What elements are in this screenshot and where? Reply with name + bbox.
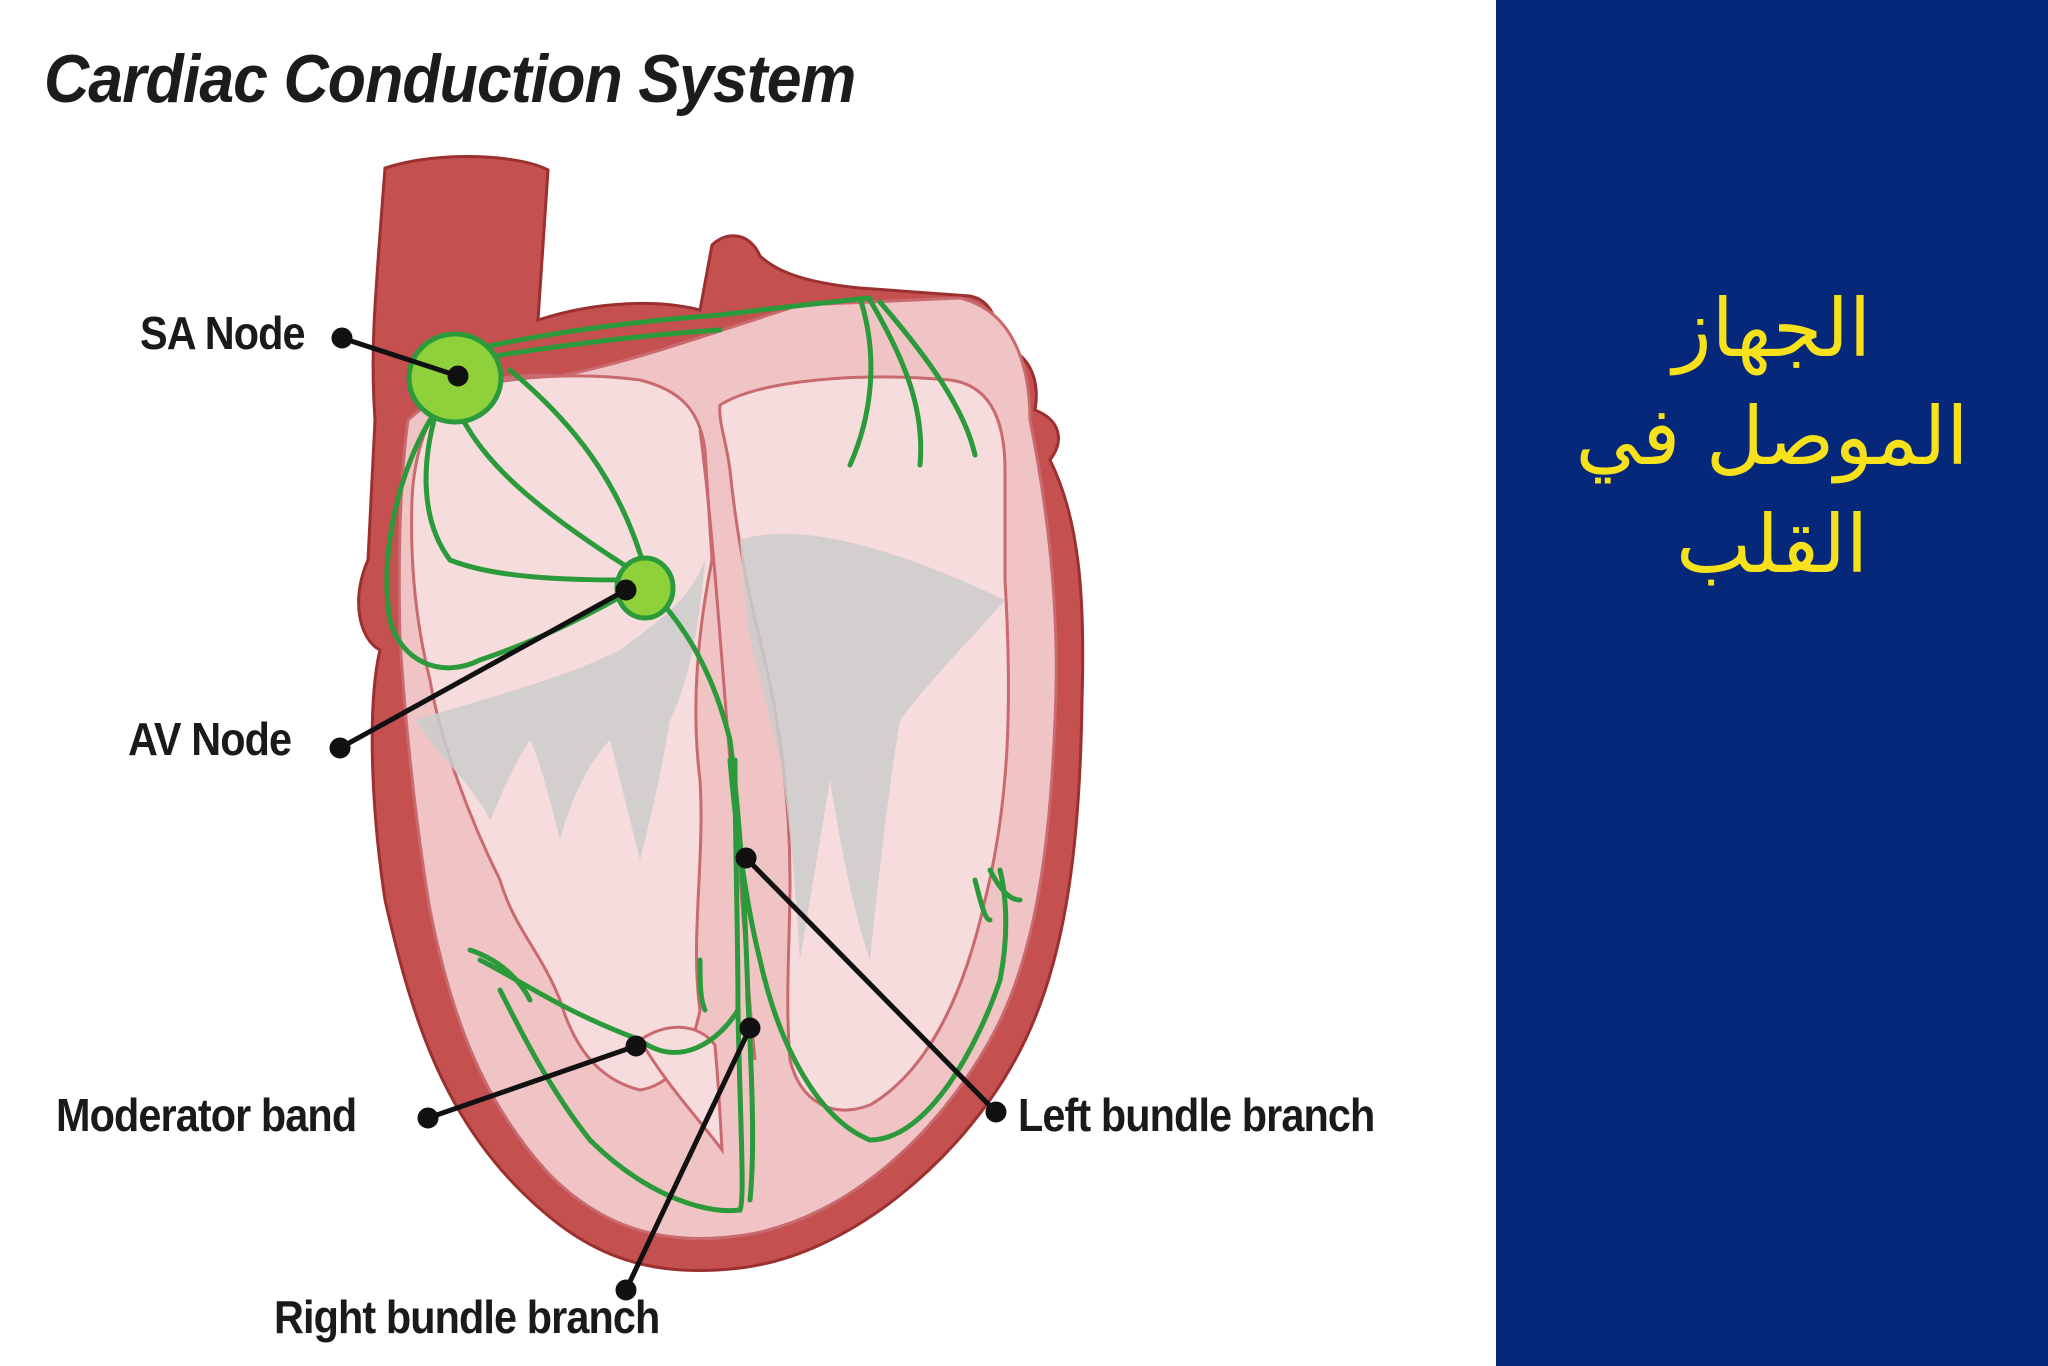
arabic-title: الجهاز الموصل في القلب xyxy=(1496,275,2048,599)
mitral-valve xyxy=(740,533,1005,960)
moderator-band-pocket xyxy=(637,1025,724,1155)
leader-lines xyxy=(329,327,1007,1301)
arabic-title-line-3: القلب xyxy=(1675,498,1869,591)
av-node-label: AV Node xyxy=(128,713,292,765)
tricuspid-valve xyxy=(415,560,705,860)
arabic-title-line-2: الموصل في xyxy=(1575,390,1969,483)
side-panel: الجهاز الموصل في القلب xyxy=(1496,0,2048,1366)
moderator-band-label: Moderator band xyxy=(56,1089,357,1141)
diagram-area: Cardiac Conduction System SA Node AV Nod… xyxy=(44,41,1376,1343)
right-bundle-branch-label: Right bundle branch xyxy=(274,1291,660,1343)
diagram-title: Cardiac Conduction System xyxy=(44,41,856,117)
arabic-title-line-1: الجهاز xyxy=(1672,282,1872,375)
heart-illustration xyxy=(329,155,1085,1301)
conduction-fibers xyxy=(384,295,1023,1214)
left-bundle-branch-label: Left bundle branch xyxy=(1018,1089,1375,1141)
sa-node-label: SA Node xyxy=(140,307,306,359)
